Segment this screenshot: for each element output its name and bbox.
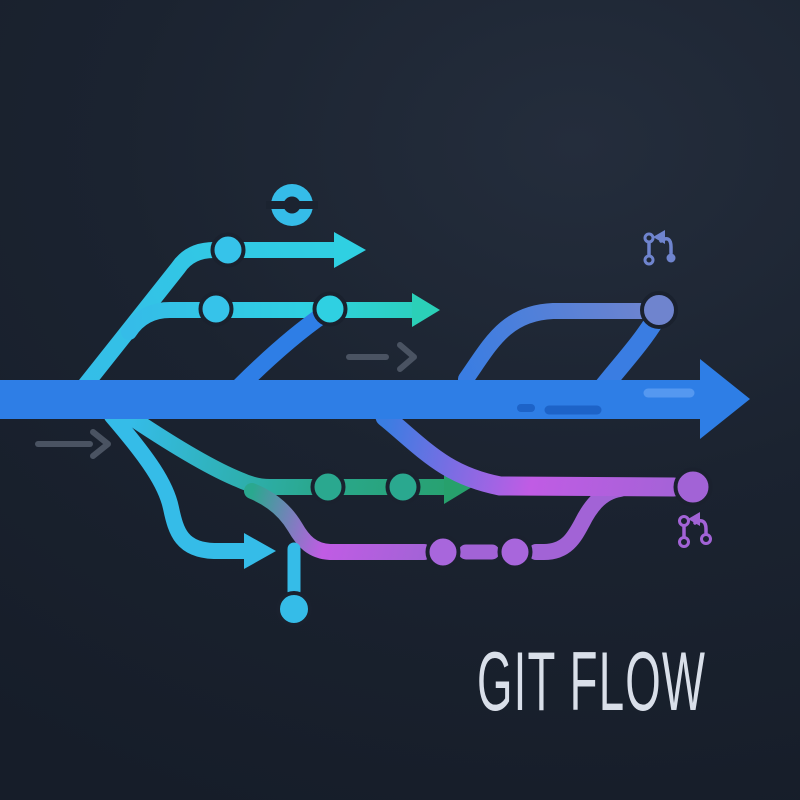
- main-branch: [0, 359, 750, 439]
- hotfix-branch-arrowhead: [244, 533, 276, 569]
- release-branch-line: [458, 303, 652, 387]
- commit-dots: [198, 232, 713, 627]
- ghost-arrows: [35, 342, 417, 459]
- pr-node-dot: [666, 253, 676, 263]
- commit-dot: [425, 534, 461, 570]
- pr-arrowhead: [688, 512, 700, 526]
- main-branch-arrowhead: [700, 359, 750, 439]
- branch-lines: [63, 232, 684, 598]
- purple-branch-line: [375, 407, 684, 497]
- develop-branch-line: [124, 410, 454, 495]
- bottom-branch-descend-line: [244, 483, 432, 560]
- commit-dot: [497, 534, 533, 570]
- pr-node-circle: [643, 254, 655, 266]
- feature-branch-second-line: [121, 302, 424, 340]
- commit-dot: [198, 291, 234, 327]
- donut-hole: [283, 196, 301, 214]
- commit-donut-icon: [266, 184, 318, 226]
- pr-node-circle: [700, 533, 712, 545]
- commit-dot: [312, 291, 348, 327]
- merge-up-curve: [228, 305, 333, 398]
- poster-title: GIT FLOW: [477, 635, 707, 729]
- commit-dot: [310, 469, 346, 505]
- pr-node-circle: [643, 232, 655, 244]
- ghost-arrow-head: [397, 342, 417, 372]
- pr-node-circle: [678, 515, 690, 527]
- feature-branch-top-arrowhead: [334, 232, 366, 268]
- commit-dot: [210, 232, 246, 268]
- commit-dot: [385, 469, 421, 505]
- pull-request-icon: [678, 512, 712, 548]
- tag-commit-dot: [276, 591, 312, 627]
- hotfix-branch-line: [104, 408, 254, 559]
- purple-commit-dot: [673, 467, 713, 507]
- pull-request-icon: [643, 230, 676, 266]
- feature-branch-second-arrowhead: [412, 293, 440, 327]
- pr-node-circle: [678, 536, 690, 548]
- ghost-arrow-head: [90, 429, 111, 459]
- bottom-branch-merge-up: [528, 481, 628, 560]
- pr-arrowhead: [653, 230, 665, 244]
- release-commit-dot: [640, 291, 678, 329]
